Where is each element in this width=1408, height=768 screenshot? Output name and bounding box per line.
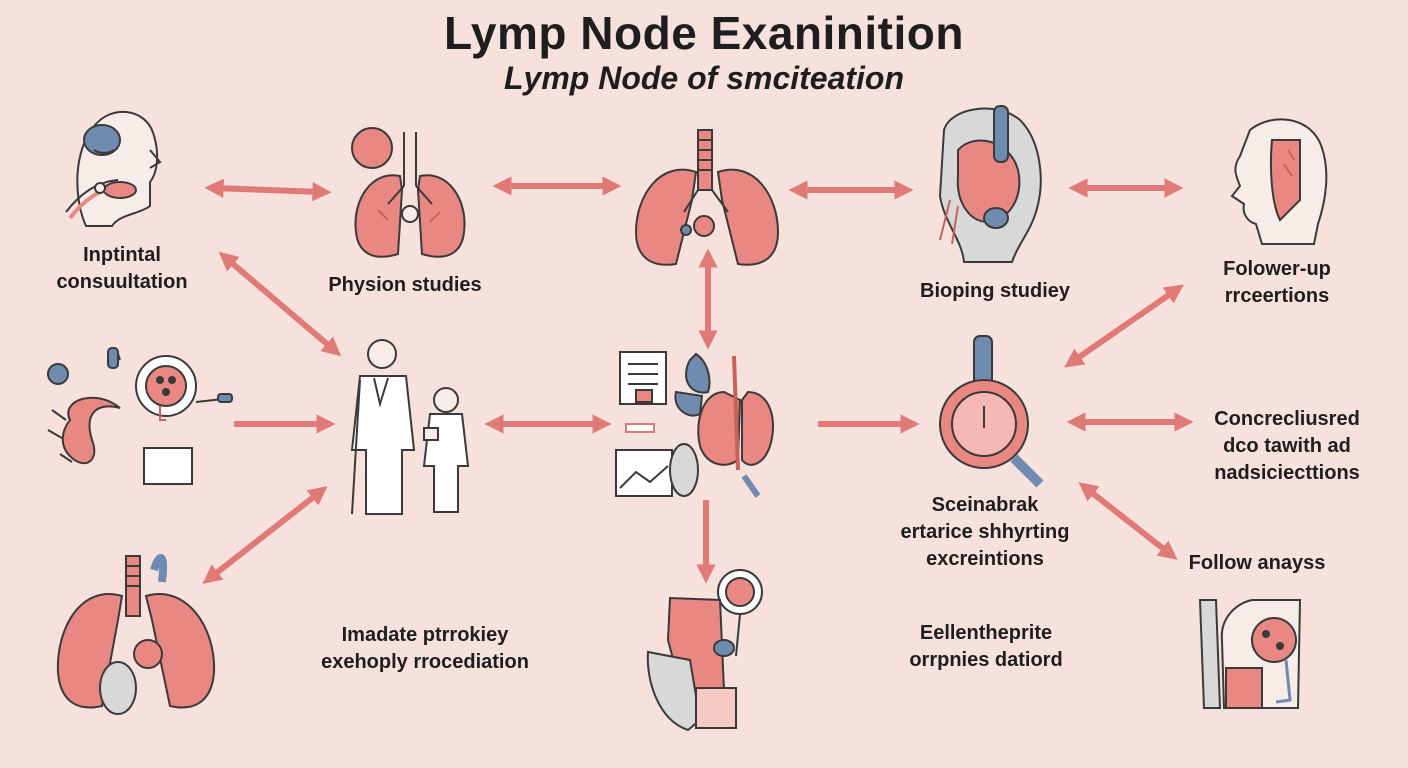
follow-analysis-icon (1198, 599, 1302, 709)
specimen-icon (646, 569, 763, 732)
arrow-followup-magnifier (1064, 284, 1184, 368)
label-imaging-procedure: Imadate ptrrokiey exehoply rrocediation (321, 624, 529, 673)
arrow-consult-doctor (218, 251, 342, 357)
lungs-bottom-icon (56, 554, 216, 715)
label-follow-up: Folower-up rrceertions (1223, 258, 1331, 307)
label-initial-consultation: Inptintal consuultation (56, 244, 188, 293)
lab-report-icon (615, 351, 774, 498)
diagram-title: Lymp Node Exaninition (444, 7, 964, 59)
arrow-magnifier-analysis (1078, 482, 1178, 560)
profile-face-icon (1230, 118, 1328, 245)
patient-head-icon (65, 110, 162, 227)
arrow-lungs-doctor (202, 486, 328, 584)
label-follow-analysis: Follow anayss (1188, 552, 1326, 574)
lungs-trachea-icon (634, 129, 780, 266)
label-pathology-reports: Eellentheprite orrpnies datiord (909, 622, 1063, 671)
doctor-child-icon (350, 339, 470, 515)
lungs-icon (351, 127, 466, 258)
diagram-subtitle: Lymp Node of smciteation (503, 60, 905, 96)
label-physical-studies: Physion studies (328, 274, 482, 296)
lab-sample-icon (47, 347, 233, 485)
arrows (202, 176, 1194, 584)
magnifier-icon (939, 335, 1044, 488)
biopsy-head-icon (938, 105, 1042, 263)
arrow-consult-physical (204, 178, 332, 202)
label-conclusions: Concrecliusred dco tawith ad nadsiciectt… (1214, 408, 1360, 484)
label-screening: Sceinabrak ertarice shhyrting excreintio… (900, 494, 1070, 570)
label-biopsy-studies: Bioping studiey (920, 280, 1070, 302)
